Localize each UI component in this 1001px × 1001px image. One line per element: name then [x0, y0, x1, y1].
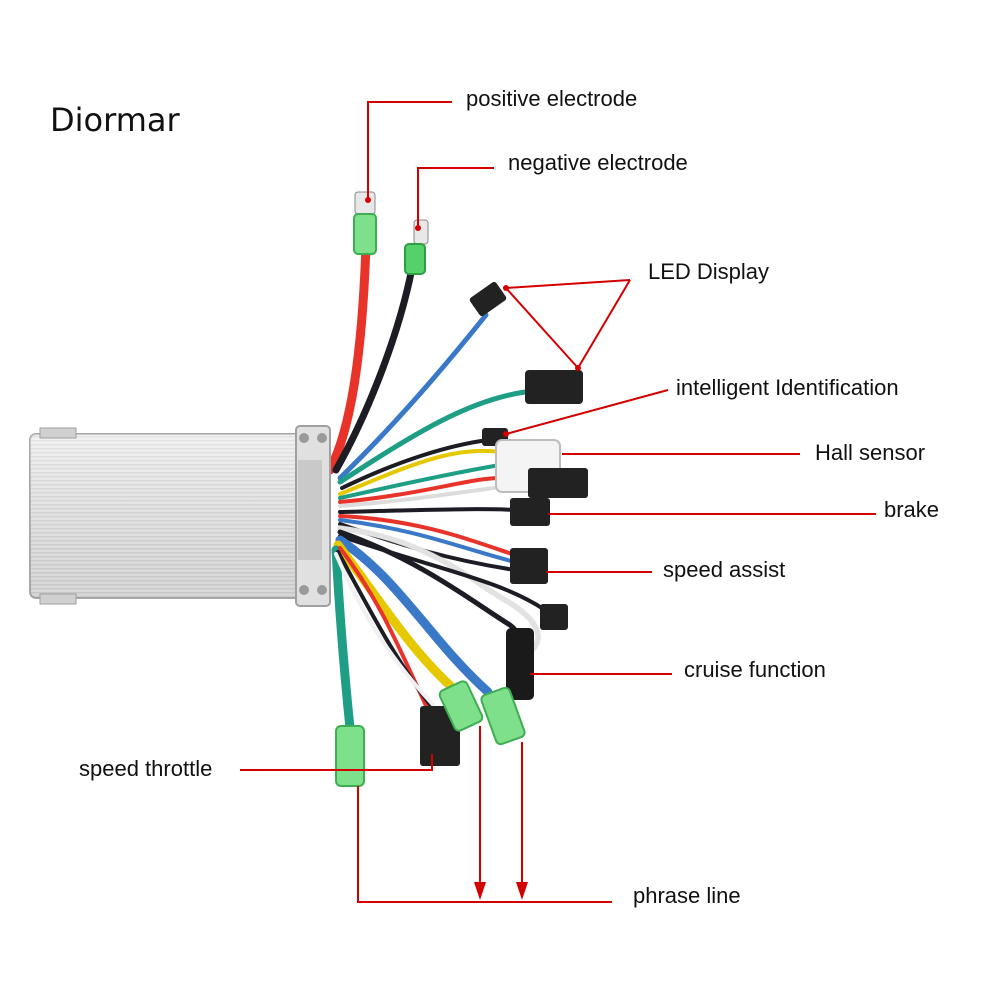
wire-black-negative [332, 264, 416, 474]
wire-red-assist [338, 514, 517, 557]
connector-cruise [506, 628, 534, 700]
connector-led-large [525, 370, 583, 404]
wire-bundle [325, 240, 547, 733]
connector-led-small [469, 281, 507, 317]
connector-hall [495, 439, 588, 498]
leader-led-1 [505, 279, 631, 289]
wire-black-ident [340, 438, 490, 490]
leader-negative [417, 167, 494, 228]
label-positive-electrode: positive electrode [466, 86, 638, 111]
wire-green-led [337, 389, 528, 485]
arrowhead-1 [474, 882, 486, 900]
wire-red-hall [338, 476, 502, 504]
label-intelligent-identification: intelligent Identification [676, 375, 899, 400]
wire-blue-led [337, 312, 489, 481]
brand-logo: Diormar [50, 101, 180, 139]
label-brake: brake [884, 497, 940, 522]
label-hall-sensor: Hall sensor [815, 440, 926, 465]
leader-ident [505, 389, 669, 435]
label-led-display: LED Display [648, 259, 770, 284]
label-speed-assist: speed assist [663, 557, 786, 582]
wire-blue-phase [335, 535, 493, 697]
wire-yellow-hall [338, 448, 502, 496]
leader-led-2 [577, 279, 631, 369]
connector-cruise-top [540, 604, 568, 630]
wire-black-cruise-2 [338, 534, 547, 612]
arrowhead-2 [516, 882, 528, 900]
leader-led-3 [505, 287, 579, 369]
wire-red-positive [325, 240, 371, 475]
terminal-phase-green [335, 725, 365, 787]
label-phrase-line: phrase line [633, 883, 741, 908]
wire-green-hall [338, 463, 502, 500]
wire-green-phase [331, 545, 355, 733]
controller-box-icon [29, 425, 331, 607]
leader-phase-main [357, 786, 612, 903]
connector-throttle [420, 706, 460, 766]
leader-lines [240, 101, 876, 903]
leader-dots [365, 197, 581, 437]
label-cruise-function: cruise function [684, 657, 826, 682]
wire-black-brake [338, 507, 517, 514]
terminal-positive [353, 191, 377, 255]
label-speed-throttle: speed throttle [79, 756, 213, 781]
wire-white-cruise [337, 525, 541, 655]
terminal-phase-yellow [438, 680, 484, 732]
connector-brake [510, 498, 550, 526]
leader-positive [367, 101, 452, 200]
connector-assist [510, 548, 548, 584]
label-negative-electrode: negative electrode [508, 150, 688, 175]
wire-white-throttle [334, 552, 442, 714]
wire-white-cruise-outline [337, 525, 541, 655]
terminal-phase-blue [480, 686, 526, 746]
leader-throttle [240, 754, 433, 771]
wire-blue-assist [338, 518, 517, 564]
